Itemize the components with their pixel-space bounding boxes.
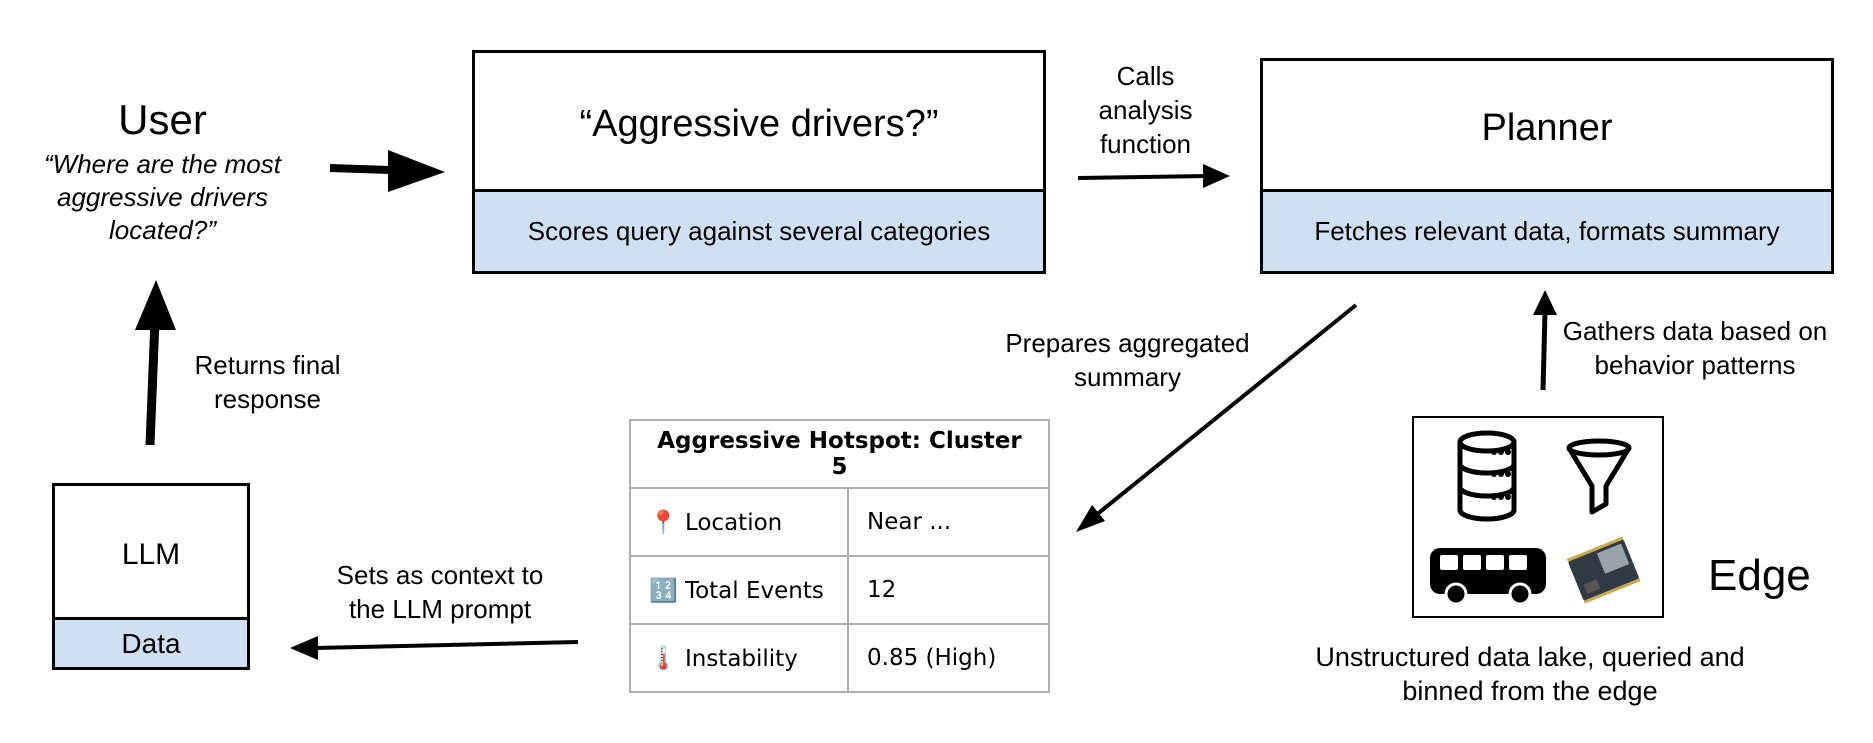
label-gathers-data: Gathers data based on behavior patterns xyxy=(1562,316,1828,380)
arrow-planner-to-hotspot xyxy=(1076,303,1358,532)
arrow-hotspot-to-llm xyxy=(290,636,579,660)
hotspot-row-label-cell: 📍 Location xyxy=(629,487,849,557)
arrow-user-to-classifier xyxy=(329,150,445,192)
arrow-classifier-to-planner xyxy=(1077,164,1230,188)
label-sets-context: Sets as context to the LLM prompt xyxy=(336,560,544,624)
funnel-icon xyxy=(1566,438,1632,515)
user-node: User “Where are the most aggressive driv… xyxy=(20,92,305,247)
arrow-llm-to-user xyxy=(135,280,176,446)
hotspot-header: Aggressive Hotspot: Cluster 5 xyxy=(629,419,1050,489)
user-quote: “Where are the most aggressive drivers l… xyxy=(44,149,281,245)
numbers-icon: 🔢 xyxy=(649,577,678,604)
classifier-title: “Aggressive drivers?” xyxy=(579,102,939,145)
label-returns-response: Returns final response xyxy=(194,350,341,414)
thermometer-icon: 🌡️ xyxy=(649,645,678,672)
planner-subtitle: Fetches relevant data, formats summary xyxy=(1263,189,1831,271)
hotspot-row-label: Location xyxy=(684,509,783,536)
edge-label: Edge xyxy=(1708,551,1811,600)
hotspot-header-row: Aggressive Hotspot: Cluster 5 xyxy=(629,419,1050,489)
label-prepares-summary: Prepares aggregated summary xyxy=(1005,328,1250,392)
llm-box: LLM Data xyxy=(52,483,250,670)
hotspot-row-label-cell: 🌡️ Instability xyxy=(629,623,849,693)
hotspot-row-value: Near ... xyxy=(847,487,1050,557)
hotspot-row-value: 0.85 (High) xyxy=(847,623,1050,693)
hotspot-row-value: 12 xyxy=(847,555,1050,625)
user-title: User xyxy=(118,96,207,143)
table-row: 🔢 Total Events 12 xyxy=(629,555,1050,625)
arrow-edge-to-planner xyxy=(1533,290,1557,391)
classifier-subtitle: Scores query against several categories xyxy=(475,189,1043,271)
hotspot-table: Aggressive Hotspot: Cluster 5 📍 Location… xyxy=(629,419,1050,693)
llm-title: LLM xyxy=(121,537,181,571)
hotspot-row-label: Total Events xyxy=(684,577,824,604)
bus-icon xyxy=(1430,548,1546,606)
microcontroller-board-icon xyxy=(1566,536,1641,604)
table-row: 🌡️ Instability 0.85 (High) xyxy=(629,623,1050,693)
hotspot-row-label-cell: 🔢 Total Events xyxy=(629,555,849,625)
llm-data-label: Data xyxy=(55,617,247,667)
hotspot-row-label: Instability xyxy=(684,645,798,672)
classifier-box: “Aggressive drivers?” Scores query again… xyxy=(472,50,1046,274)
planner-title: Planner xyxy=(1481,106,1613,149)
database-icon xyxy=(1457,430,1517,522)
edge-caption: Unstructured data lake, queried and binn… xyxy=(1315,642,1745,706)
location-pin-icon: 📍 xyxy=(649,509,678,536)
planner-box: Planner Fetches relevant data, formats s… xyxy=(1260,58,1834,274)
label-calls-analysis: Calls analysis function xyxy=(1098,61,1193,159)
table-row: 📍 Location Near ... xyxy=(629,487,1050,557)
edge-icons-box xyxy=(1412,416,1664,618)
